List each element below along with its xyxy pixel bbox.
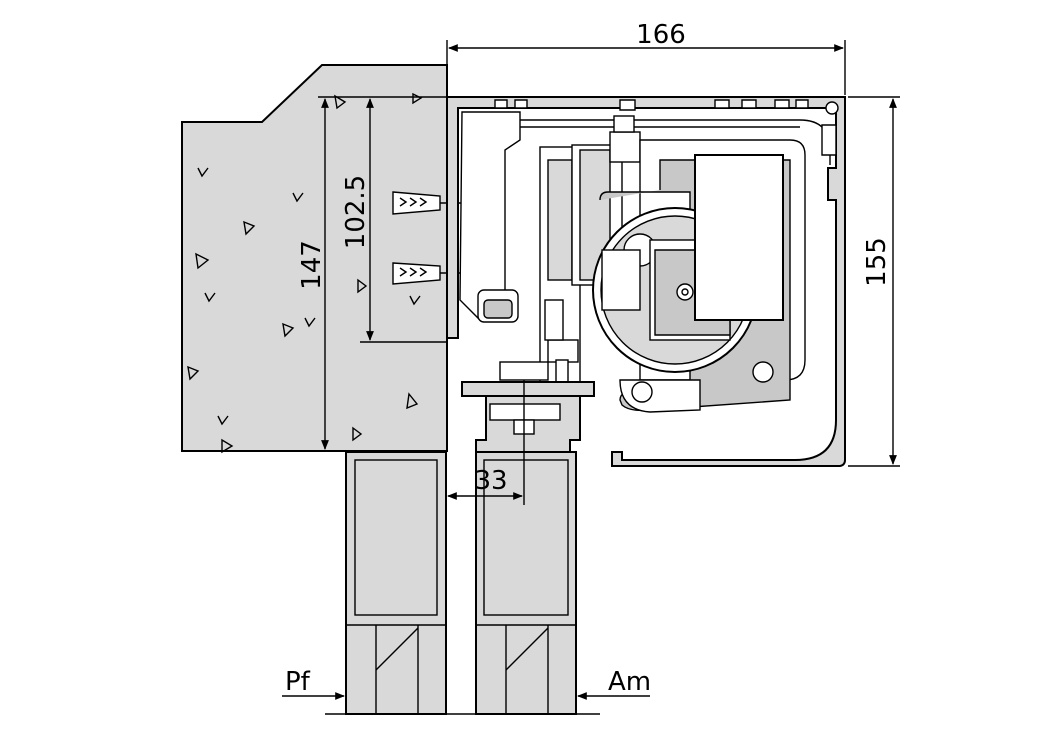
dimension-offset-bottom: 33	[447, 380, 525, 505]
dimension-155-label: 155	[862, 237, 892, 287]
door-leaf-fixed	[345, 451, 447, 715]
carriage	[461, 361, 595, 453]
label-moving-leaf: Am	[577, 667, 651, 700]
header-profile	[446, 96, 846, 467]
dimension-height-right: 155	[848, 96, 900, 467]
dimension-166-label: 166	[636, 20, 686, 50]
drive-mechanism	[539, 115, 806, 413]
dimension-height-left: 147	[297, 96, 447, 452]
label-fixed-leaf: Pf	[282, 667, 345, 700]
am-label: Am	[608, 667, 651, 697]
dimension-height-inner: 102.5	[341, 98, 447, 343]
pf-label: Pf	[285, 667, 311, 697]
dimension-102-5-label: 102.5	[341, 175, 371, 249]
dimension-147-label: 147	[297, 240, 327, 290]
dimension-width-top: 166	[446, 20, 846, 95]
concrete-aggregate-marks	[187, 92, 423, 454]
dimension-33-label: 33	[474, 466, 507, 496]
